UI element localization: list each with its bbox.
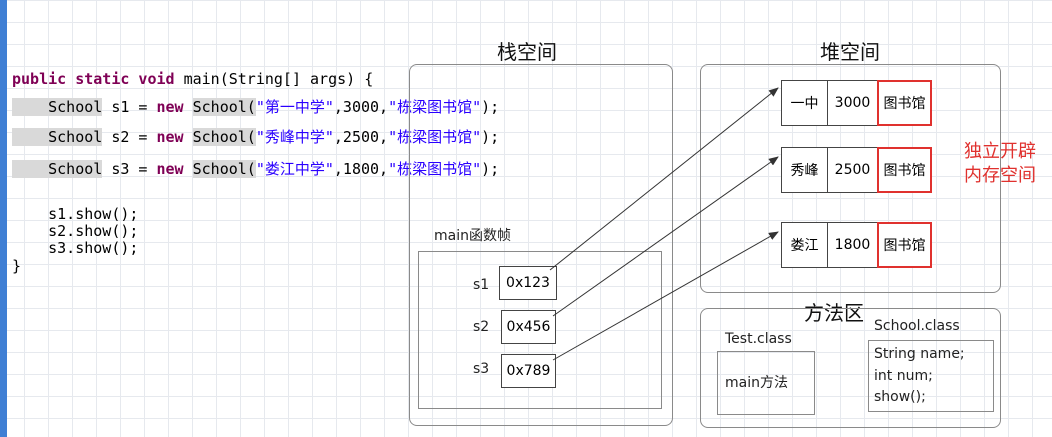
stack-var-name: s3 bbox=[473, 361, 490, 377]
note-line: 内存空间 bbox=[964, 165, 1036, 186]
heap-obj-name: 娄江 bbox=[781, 222, 828, 268]
code-ctor: School( bbox=[192, 128, 256, 146]
test-class-box bbox=[717, 351, 815, 415]
code-call-s2: s2.show(); bbox=[12, 222, 138, 240]
heap-obj-num: 1800 bbox=[827, 222, 878, 268]
left-accent-bar bbox=[0, 0, 7, 437]
code-string: "娄江中学" bbox=[255, 160, 334, 178]
independent-memory-note: 独立开辟 内存空间 bbox=[952, 140, 1048, 188]
arrow-s2-to-heap bbox=[552, 156, 779, 317]
code-call: s2.show(); bbox=[48, 222, 139, 240]
heap-space-box bbox=[700, 64, 1001, 293]
code-string: "秀峰中学" bbox=[255, 128, 334, 146]
heap-obj-lib: 图书馆 bbox=[877, 222, 932, 268]
code-keyword: new bbox=[156, 98, 184, 116]
code-call-s1: s1.show(); bbox=[12, 205, 138, 223]
method-area-box bbox=[700, 308, 1001, 428]
arrow-s1-to-heap bbox=[549, 87, 779, 271]
code-keyword: public static void bbox=[12, 70, 175, 88]
test-class-label: Test.class bbox=[725, 331, 792, 347]
code-type: School bbox=[48, 98, 103, 116]
code-keyword: new bbox=[156, 128, 184, 146]
code-var: s1 bbox=[111, 98, 130, 116]
code-var: s3 bbox=[111, 160, 130, 178]
main-method-label: main方法 bbox=[725, 375, 788, 391]
code-text: main(String[] args) { bbox=[174, 70, 374, 88]
stack-var-addr: 0x456 bbox=[501, 310, 556, 344]
code-string: "栋梁图书馆" bbox=[388, 98, 482, 116]
code-type: School bbox=[48, 128, 103, 146]
code-number: ,2500, bbox=[333, 128, 389, 146]
heap-obj-name: 秀峰 bbox=[781, 147, 828, 193]
code-close-brace: } bbox=[12, 257, 22, 275]
school-member: int num; bbox=[874, 368, 933, 384]
stack-var-name: s1 bbox=[473, 277, 490, 293]
code-ctor: School( bbox=[192, 98, 256, 116]
school-member: String name; bbox=[874, 346, 965, 362]
code-call-s3: s3.show(); bbox=[12, 239, 138, 257]
note-line: 独立开辟 bbox=[964, 141, 1036, 162]
code-end: ); bbox=[481, 160, 500, 178]
code-line-s1: School s1 = new School("第一中学",3000,"栋梁图书… bbox=[12, 98, 499, 116]
heap-title: 堆空间 bbox=[820, 40, 880, 64]
school-class-label: School.class bbox=[874, 318, 960, 334]
arrow-s3-to-heap bbox=[552, 231, 779, 361]
code-number: ,3000, bbox=[333, 98, 389, 116]
code-indent bbox=[12, 128, 49, 146]
main-frame-label: main函数帧 bbox=[434, 228, 511, 244]
heap-obj-num: 3000 bbox=[827, 80, 878, 126]
stack-var-addr: 0x123 bbox=[499, 266, 557, 300]
code-ctor: School( bbox=[192, 160, 256, 178]
code-string: "栋梁图书馆" bbox=[388, 128, 482, 146]
code-end: ); bbox=[481, 128, 500, 146]
code-line-s2: School s2 = new School("秀峰中学",2500,"栋梁图书… bbox=[12, 128, 499, 146]
code-line-s3: School s3 = new School("娄江中学",1800,"栋梁图书… bbox=[12, 160, 499, 178]
code-type: School bbox=[48, 160, 103, 178]
code-number: ,1800, bbox=[333, 160, 389, 178]
method-area-title: 方法区 bbox=[804, 301, 864, 325]
code-indent bbox=[12, 160, 49, 178]
code-var: s2 bbox=[111, 128, 130, 146]
stack-var-addr: 0x789 bbox=[501, 354, 556, 388]
heap-obj-lib: 图书馆 bbox=[877, 147, 932, 193]
main-frame-box bbox=[418, 251, 662, 409]
school-class-box bbox=[868, 340, 994, 412]
code-keyword: new bbox=[156, 160, 184, 178]
stack-title: 栈空间 bbox=[497, 40, 557, 64]
heap-obj-lib: 图书馆 bbox=[877, 80, 932, 126]
code-call: s1.show(); bbox=[48, 205, 139, 223]
stack-space-box bbox=[409, 64, 673, 426]
code-indent bbox=[12, 98, 49, 116]
code-string: "栋梁图书馆" bbox=[388, 160, 482, 178]
stack-var-name: s2 bbox=[473, 319, 490, 335]
code-end: ); bbox=[481, 98, 500, 116]
code-signature: public static void main(String[] args) { bbox=[12, 70, 373, 88]
code-string: "第一中学" bbox=[255, 98, 334, 116]
code-call: s3.show(); bbox=[48, 239, 139, 257]
school-member: show(); bbox=[874, 389, 926, 405]
